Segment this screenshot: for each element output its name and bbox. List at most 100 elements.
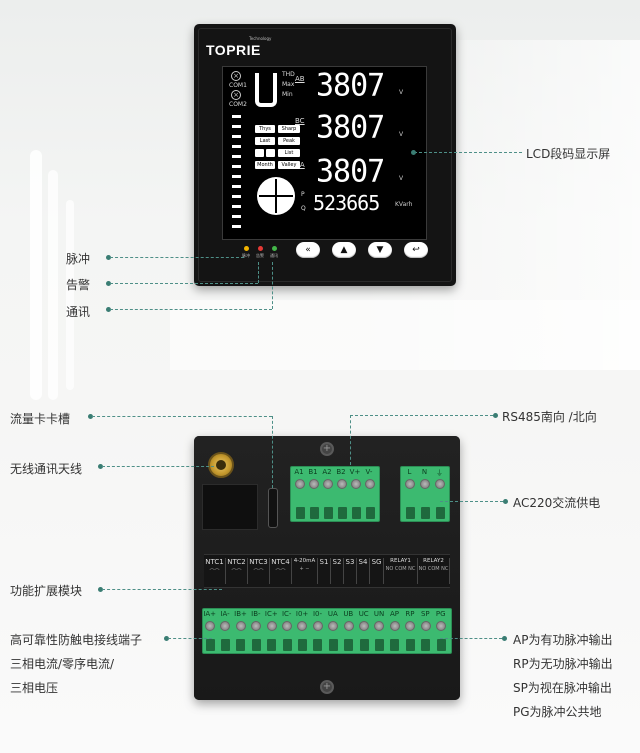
terminal-slot xyxy=(313,639,323,651)
terminal-slot xyxy=(365,507,375,519)
chip-sharp: Sharp xyxy=(278,125,300,133)
terminal-screw[interactable] xyxy=(312,621,323,631)
callout-rs485-line xyxy=(350,415,493,416)
comm-led-label: 通讯 xyxy=(270,253,278,258)
terminal-screw[interactable] xyxy=(337,479,347,489)
terminal-screw[interactable] xyxy=(351,479,361,489)
com1-label: COM1 xyxy=(229,82,247,89)
terminal-screw[interactable] xyxy=(266,621,277,631)
enter-button[interactable]: ↩ xyxy=(404,242,428,258)
module-name: RELAY1 xyxy=(390,558,411,564)
module-sub: ⌒⌒ xyxy=(231,569,242,575)
chip-peak: Peak xyxy=(278,137,300,145)
callout-terminal-line xyxy=(168,638,212,639)
module-name: S3 xyxy=(345,558,355,566)
terminal-screw[interactable] xyxy=(295,479,305,489)
terminal-label: AP xyxy=(389,610,399,618)
module-ntc3: NTC3⌒⌒ xyxy=(248,558,270,584)
terminal-screw[interactable] xyxy=(297,621,308,631)
module-name: S2 xyxy=(332,558,342,566)
terminal-screw[interactable] xyxy=(323,479,333,489)
terminal-label: PG xyxy=(435,610,446,618)
terminal-screw[interactable] xyxy=(251,621,262,631)
lcd-q-label: Q xyxy=(301,205,306,212)
terminal-screw[interactable] xyxy=(420,479,430,489)
terminal-screw[interactable] xyxy=(235,621,246,631)
callout-expansion-line xyxy=(102,589,222,590)
terminal-screw[interactable] xyxy=(220,621,231,631)
terminal-screw[interactable] xyxy=(309,479,319,489)
callout-comm: 通讯 xyxy=(66,305,91,319)
callout-pg: PG为脉冲公共地 xyxy=(513,705,602,719)
level-bar xyxy=(232,165,241,168)
level-bar xyxy=(232,125,241,128)
lcd-row2-unit: V xyxy=(399,131,404,138)
terminal-screw[interactable] xyxy=(420,621,431,631)
brand-subtitle: Technology xyxy=(249,36,272,41)
callout-ac220-line xyxy=(440,501,503,502)
terminal-screw[interactable] xyxy=(282,621,292,631)
terminal-screw[interactable] xyxy=(365,479,375,489)
lcd-row4-value: 523665 xyxy=(313,191,380,215)
terminal-label: IB- xyxy=(251,610,261,618)
level-bar xyxy=(232,215,241,218)
terminal-screw[interactable] xyxy=(328,621,339,631)
module-relay1: RELAY1 NO COM NC xyxy=(384,558,418,584)
callout-pulse-line xyxy=(110,257,244,258)
level-bar xyxy=(232,205,241,208)
terminal-slot xyxy=(344,639,354,651)
terminal-screw[interactable] xyxy=(435,479,445,489)
terminal-screw[interactable] xyxy=(405,479,415,489)
callout-flow-card-line xyxy=(92,416,272,417)
terminal-label: L xyxy=(407,468,412,476)
terminal-screw[interactable] xyxy=(436,621,446,631)
screw-icon: + xyxy=(320,442,334,456)
callout-ac220: AC220交流供电 xyxy=(513,496,601,510)
callout-dot xyxy=(98,464,103,469)
terminal-slot xyxy=(297,639,307,651)
callout-comm-vline xyxy=(272,262,273,309)
module-s3: S3 xyxy=(344,558,357,584)
callout-antenna-line xyxy=(102,466,214,467)
terminal-slot xyxy=(251,639,261,651)
terminal-label: B1 xyxy=(308,468,318,476)
callout-flow-card: 流量卡卡槽 xyxy=(10,412,71,426)
module-sub: NO COM NC xyxy=(418,566,449,572)
back-button[interactable]: « xyxy=(296,242,320,258)
lcd-row3-value: 3807 xyxy=(316,153,385,190)
terminal-label: RP xyxy=(405,610,415,618)
terminal-slot xyxy=(374,639,384,651)
terminal-screw[interactable] xyxy=(359,621,369,631)
terminal-label: A1 xyxy=(294,468,304,476)
sim-card-slot[interactable] xyxy=(268,488,278,528)
up-button[interactable]: ▲ xyxy=(332,242,356,258)
terminal-screw[interactable] xyxy=(374,621,385,631)
terminal-screw[interactable] xyxy=(205,621,215,631)
terminal-screw[interactable] xyxy=(343,621,354,631)
terminal-slot xyxy=(405,507,415,519)
chip-blank-1 xyxy=(255,149,264,157)
terminal-screw[interactable] xyxy=(389,621,400,631)
terminal-label: IA+ xyxy=(203,610,217,618)
terminal-screw[interactable] xyxy=(405,621,416,631)
chip-month: Month xyxy=(255,161,275,169)
callout-antenna: 无线通讯天线 xyxy=(10,462,83,476)
callout-ap: AP为有功脉冲输出 xyxy=(513,633,613,647)
callout-rs485: RS485南向 /北向 xyxy=(502,410,597,424)
callout-dot xyxy=(106,307,111,312)
callout-dot xyxy=(411,150,416,155)
module-name: RELAY2 xyxy=(423,558,444,564)
flag-max: Max xyxy=(282,81,295,88)
terminal-slot xyxy=(359,639,369,651)
module-name: NTC4 xyxy=(271,558,290,566)
module-name: NTC1 xyxy=(205,558,224,566)
terminal-label: IB+ xyxy=(234,610,247,618)
flag-min: Min xyxy=(282,91,293,98)
module-sub: NO COM NC xyxy=(385,566,416,572)
terminal-label: V+ xyxy=(349,468,361,476)
down-button[interactable]: ▼ xyxy=(368,242,392,258)
terminal-slot xyxy=(390,639,400,651)
